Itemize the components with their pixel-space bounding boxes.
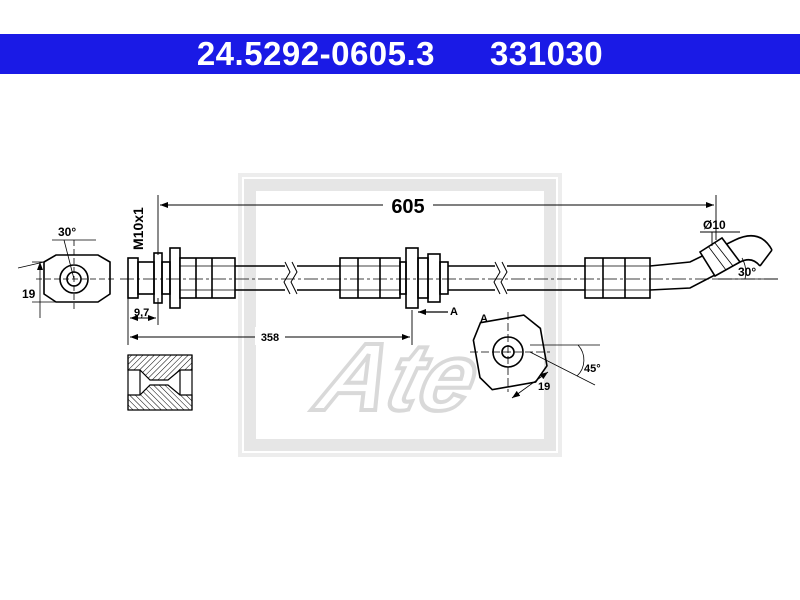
- fitting-cross-section: [127, 354, 193, 411]
- fitting-length-label: 9,7: [134, 307, 149, 319]
- reference-number: 331030: [490, 35, 604, 72]
- left-width-label: 19: [22, 287, 36, 301]
- watermark-text: Ate: [305, 324, 490, 431]
- partial-length-label: 358: [261, 332, 279, 344]
- overall-dimension: [157, 195, 717, 255]
- diameter-dimension: [700, 231, 740, 246]
- hose-assembly: [127, 234, 773, 309]
- section-angle-label: 45°: [584, 363, 601, 375]
- bend-angle-label: 30°: [738, 265, 756, 279]
- part-number: 24.5292-0605.3: [196, 35, 436, 72]
- title-bar: 24.5292-0605.3 331030: [0, 34, 800, 74]
- left-end-view: [17, 239, 116, 318]
- ate-watermark: Ate: [238, 173, 562, 457]
- overall-length-label: 605: [391, 196, 424, 218]
- bend-angle-dimension: [715, 257, 778, 280]
- section-title-label: A: [480, 313, 488, 325]
- pipe-diameter-label: Ø10: [703, 218, 726, 232]
- thread-label: M10x1: [130, 207, 146, 250]
- section-width-label: 19: [538, 381, 550, 393]
- fitting-dimension: [127, 298, 159, 325]
- section-marker-label: A: [450, 306, 458, 318]
- left-angle-label: 30°: [58, 225, 76, 239]
- section-a-view: [470, 312, 600, 399]
